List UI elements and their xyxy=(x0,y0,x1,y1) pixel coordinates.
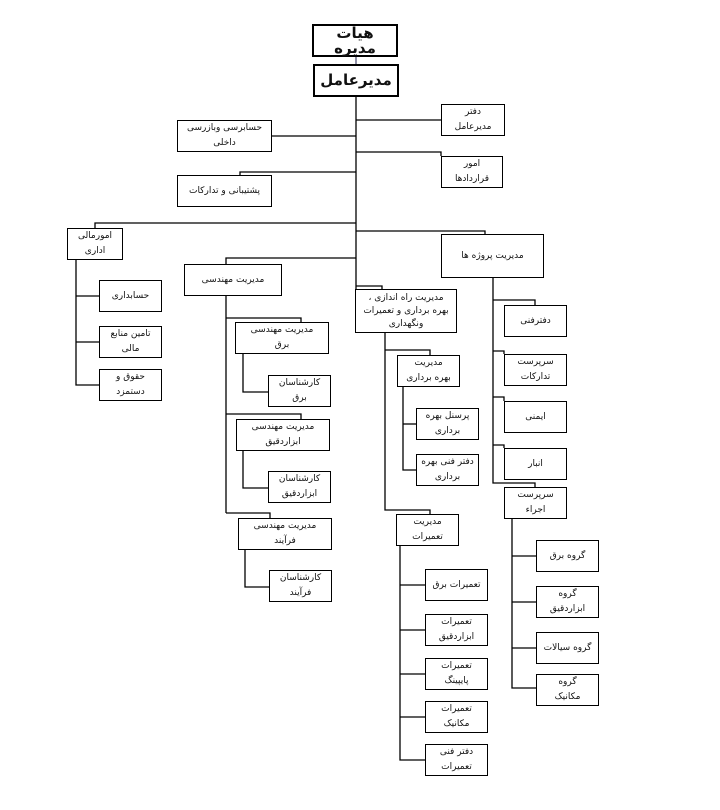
node-warehouse: انبار xyxy=(504,448,567,480)
node-exploitation-staff: پرسنل بهره برداری xyxy=(416,408,479,440)
node-safety: ایمنی xyxy=(504,401,567,433)
node-engineering-management: مدیریت مهندسی xyxy=(184,264,282,296)
node-finance-admin: امورمالی اداری xyxy=(67,228,123,260)
node-mechanical-maintenance: تعمیرات مکانیک xyxy=(425,701,488,733)
node-process-engineering: مدیریت مهندسی فرآیند xyxy=(238,518,332,550)
node-fluids-group: گروه سیالات xyxy=(536,632,599,664)
node-internal-audit: حسابرسی وبازرسی داخلی xyxy=(177,120,272,152)
node-procurement-supervisor: سرپرست تدارکات xyxy=(504,354,567,386)
node-operations-management: مدیریت راه اندازی ، بهره برداری و تعمیرا… xyxy=(355,289,457,333)
node-support-procurement: پشتیبانی و تدارکات xyxy=(177,175,272,207)
node-contracts: امور قراردادها xyxy=(441,156,503,188)
node-ceo-office: دفتر مدیرعامل xyxy=(441,104,505,136)
node-execution-supervisor: سرپرست اجراء xyxy=(504,487,567,519)
node-accounting: حسابداری xyxy=(99,280,162,312)
node-electrical-maintenance: تعمیرات برق xyxy=(425,569,488,601)
node-instrument-experts: کارشناسان ابزاردقیق xyxy=(268,471,331,503)
node-process-experts: کارشناسان فرآیند xyxy=(269,570,332,602)
node-electrical-experts: کارشناسان برق xyxy=(268,375,331,407)
node-instrument-group: گروه ابزاردقیق xyxy=(536,586,599,618)
node-ceo: مدیرعامل xyxy=(313,64,399,97)
node-maintenance-tech-office: دفتر فنی تعمیرات xyxy=(425,744,488,776)
node-instrument-engineering: مدیریت مهندسی ابزاردقیق xyxy=(236,419,330,451)
node-maintenance-management: مدیریت تعمیرات xyxy=(396,514,459,546)
node-exploitation-tech-office: دفتر فنی بهره برداری xyxy=(416,454,479,486)
node-electrical-engineering: مدیریت مهندسی برق xyxy=(235,322,329,354)
node-technical-office: دفترفنی xyxy=(504,305,567,337)
node-electrical-group: گروه برق xyxy=(536,540,599,572)
node-board-of-directors: هیات مدیره xyxy=(312,24,398,57)
node-payroll: حقوق و دستمزد xyxy=(99,369,162,401)
node-mechanical-group: گروه مکانیک xyxy=(536,674,599,706)
node-instrument-maintenance: تعمیرات ابزاردقیق xyxy=(425,614,488,646)
node-funding: تامین منابع مالی xyxy=(99,326,162,358)
node-exploitation-management: مدیریت بهره برداری xyxy=(397,355,460,387)
node-project-management: مدیریت پروژه ها xyxy=(441,234,544,278)
node-piping-maintenance: تعمیرات پایپینگ xyxy=(425,658,488,690)
